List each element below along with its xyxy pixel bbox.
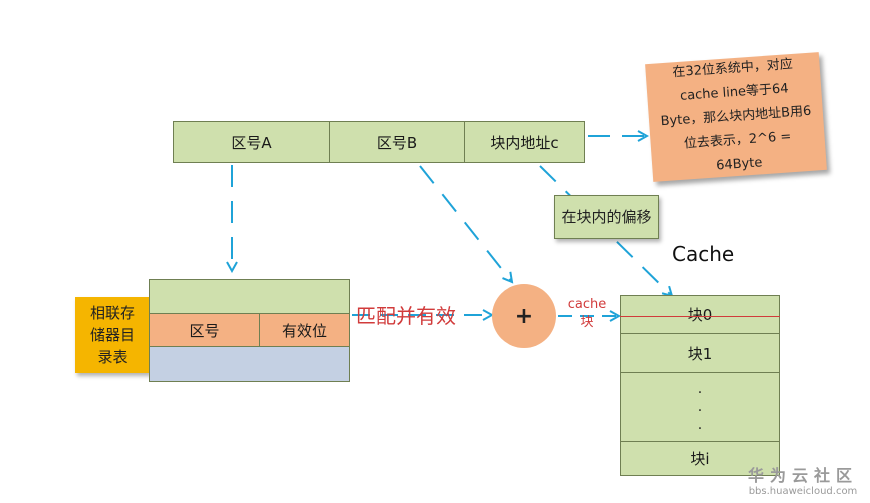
cache-title-text: Cache [672,242,735,266]
address-field-c: 块内地址c [464,121,585,163]
cache-row-1-label: 块1 [687,344,713,363]
arrow-b-to-plus [419,165,512,282]
plus-icon: + [514,303,534,329]
watermark-title: 华为云社区 [747,466,858,485]
cache-row-i-label: 块i [690,450,710,468]
match-valid-label: 匹配并有效 [356,300,456,329]
assoc-col-valid-label: 有效位 [281,321,327,340]
address-field-b: 区号B [329,121,465,163]
assoc-col-region-label: 区号 [189,321,220,340]
watermark: 华为云社区 bbs.huaweicloud.com [744,462,862,497]
offset-label-text: 在块内的偏移 [561,208,652,226]
assoc-table-row-bottom [149,346,350,382]
address-field-a: 区号A [173,121,330,163]
assoc-table-label: 相联存储器目录表 [75,297,150,373]
cache-row-ellipsis: . . . [620,372,780,442]
assoc-table-col-valid: 有效位 [259,313,350,347]
cache-dot-1: . [697,381,703,397]
cache-block-label: cache块 [565,296,609,332]
cache-dot-3: . [697,417,703,433]
cache-line-note: 在32位系统中，对应cache line等于64 Byte，那么块内地址B用6位… [645,52,827,182]
cache-row-0-redline [620,316,780,317]
address-field-a-label: 区号A [231,133,272,152]
address-field-c-label: 块内地址c [490,133,559,152]
plus-circle: + [492,284,556,348]
cache-row-0: 块0 [620,295,780,334]
cache-row-i: 块i [620,441,780,476]
cache-title: Cache [672,242,734,266]
cache-row-0-label: 块0 [687,306,713,324]
cache-dot-2: . [697,399,703,415]
address-field-b-label: 区号B [376,133,418,152]
match-valid-text: 匹配并有效 [356,304,456,328]
watermark-url: bbs.huaweicloud.com [748,486,858,497]
cache-row-1: 块1 [620,333,780,373]
assoc-table-row-top [149,279,350,314]
offset-label-box: 在块内的偏移 [554,195,659,239]
cache-block-label-text: cache块 [567,297,607,330]
assoc-table-label-text: 相联存储器目录表 [89,304,135,366]
cache-line-note-text: 在32位系统中，对应cache line等于64 Byte，那么块内地址B用6位… [660,56,812,174]
assoc-table-col-region: 区号 [149,313,260,347]
